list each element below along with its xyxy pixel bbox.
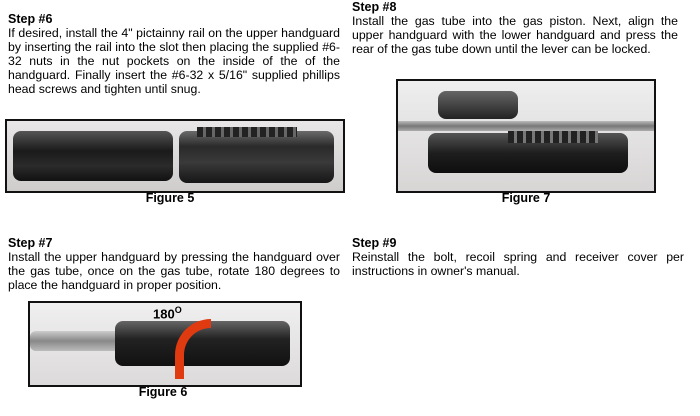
handguard-inside [13,131,173,181]
figure-7-image [396,79,656,193]
rail [508,131,598,143]
step-title: Step #8 [352,0,397,14]
step-6: Step #6 If desired, install the 4" picta… [8,12,340,96]
step-title: Step #7 [8,236,53,250]
barrel [30,331,120,351]
step-8: Step #8 Install the gas tube into the ga… [352,0,678,56]
step-text: Install the upper handguard by pressing … [8,250,340,292]
step-text: Install the gas tube into the gas piston… [352,14,678,56]
rotation-label: 180O [153,305,182,322]
barrel [398,121,654,131]
figure-6-caption: Figure 6 [138,385,188,399]
step-title: Step #9 [352,236,397,250]
handguard-with-rail [179,131,334,183]
step-9: Step #9 Reinstall the bolt, recoil sprin… [352,236,684,278]
figure-5-caption: Figure 5 [145,191,195,205]
step-text: If desired, install the 4" pictainny rai… [8,26,340,96]
figure-6-image: 180O [28,301,302,387]
figure-5-image [5,119,345,193]
step-text: Reinstall the bolt, recoil spring and re… [352,250,684,278]
step-7: Step #7 Install the upper handguard by p… [8,236,340,292]
upper-assembly [438,91,518,119]
rail [197,127,297,137]
step-title: Step #6 [8,12,53,26]
figure-7-caption: Figure 7 [501,191,551,205]
rotation-arrow-icon [175,319,211,379]
